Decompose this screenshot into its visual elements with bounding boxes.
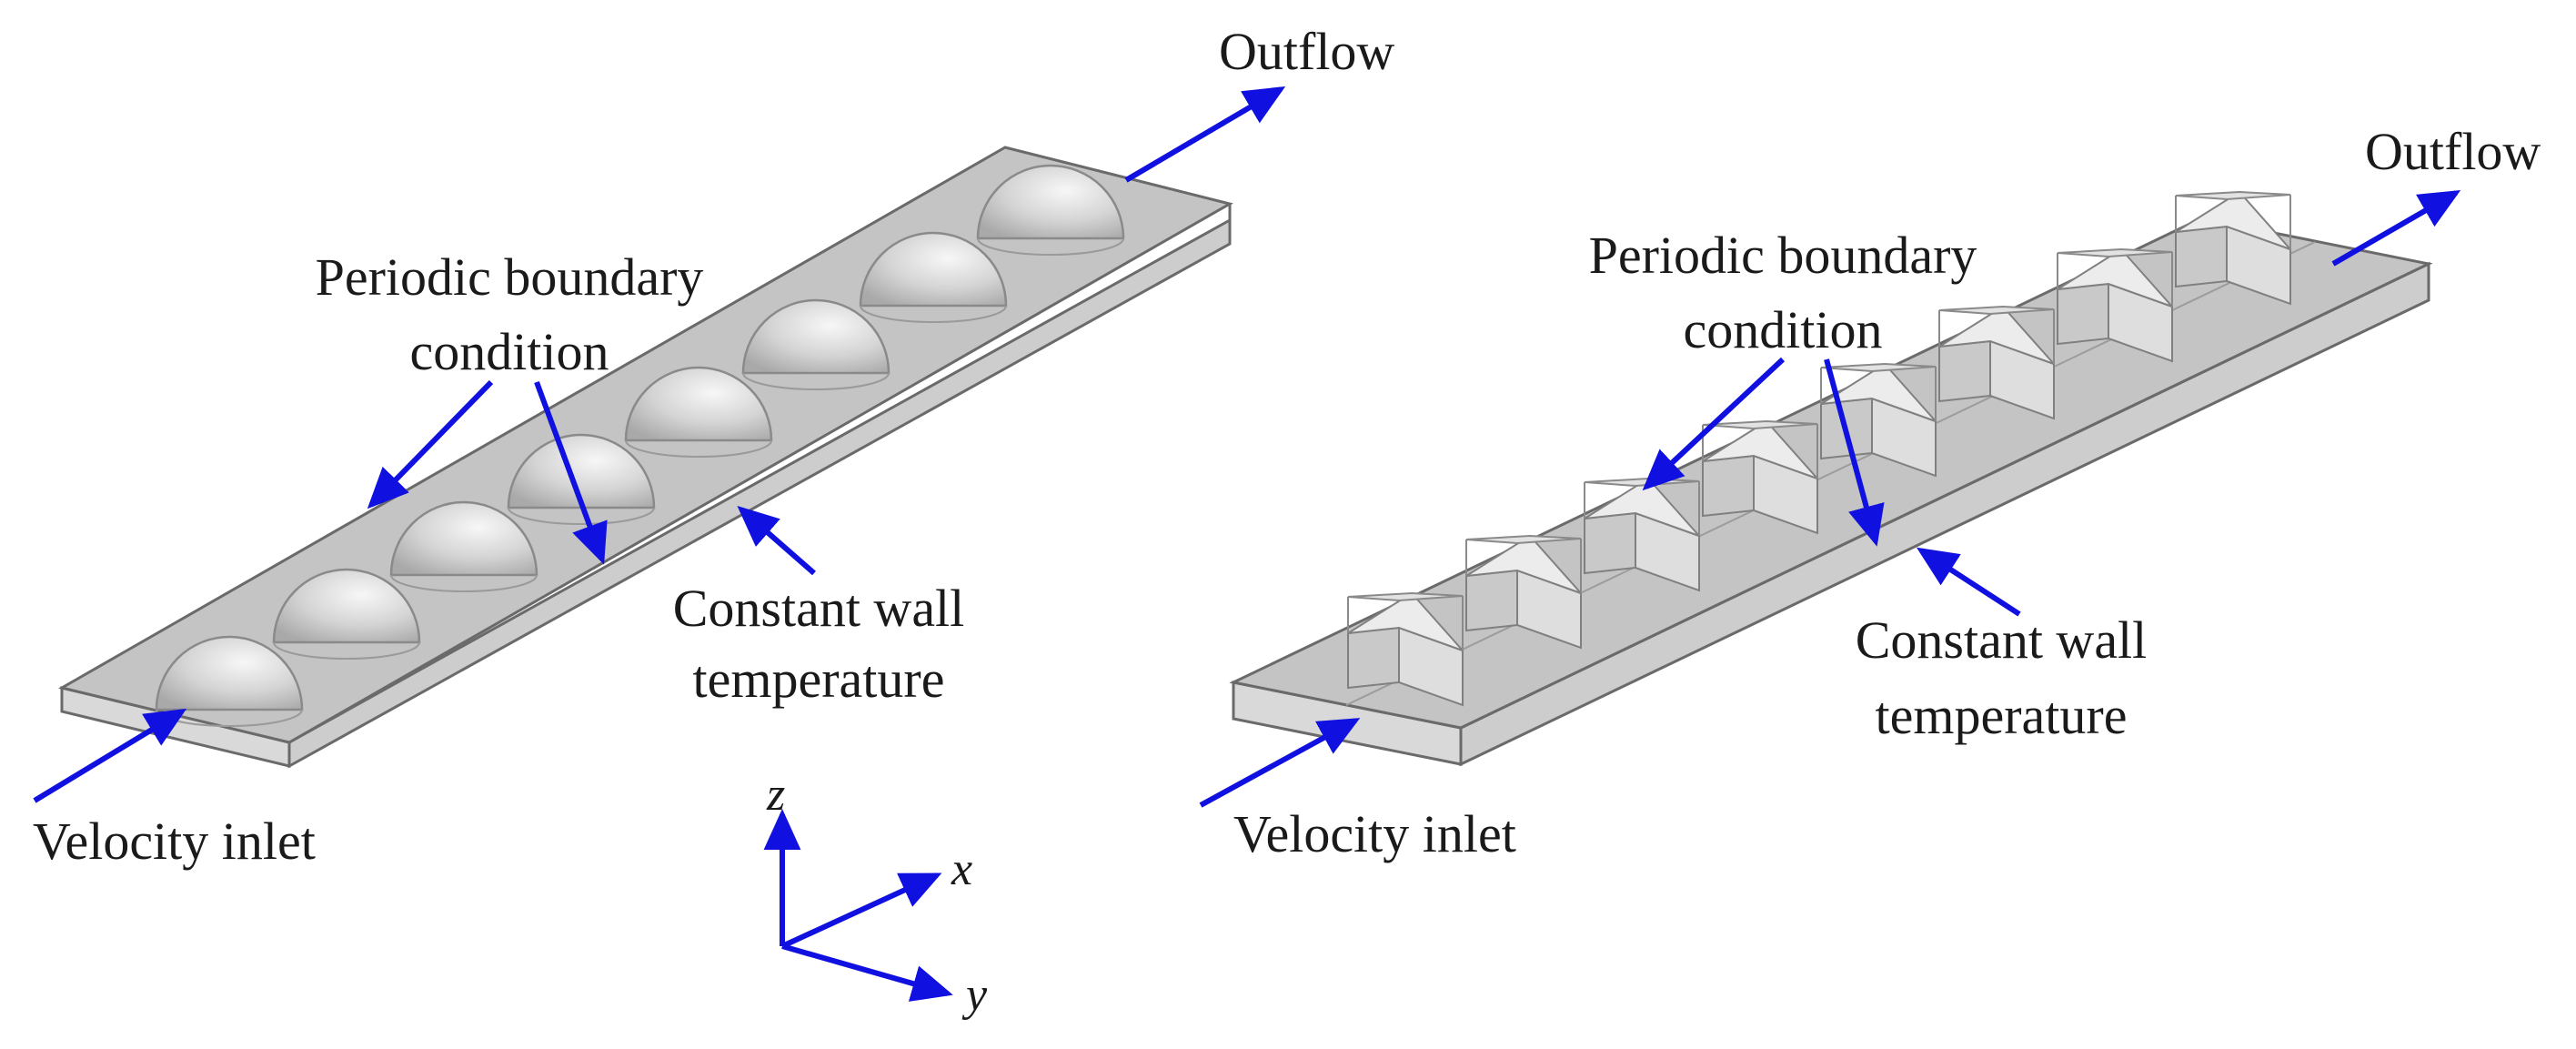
rib — [2175, 190, 2291, 306]
dimple — [389, 500, 538, 592]
left-periodic-arrow-a — [367, 379, 494, 509]
dimple — [741, 298, 891, 390]
axis-triad — [763, 809, 953, 1002]
left-wall-label-line1: Constant wall — [672, 579, 965, 638]
y-axis-label: y — [966, 969, 988, 1021]
left-periodic-arrow-b — [534, 380, 608, 565]
right-periodic-label-line2: condition — [1683, 300, 1883, 359]
z-axis-label: z — [767, 769, 786, 821]
dimple — [272, 568, 421, 660]
left-periodic-label-line2: condition — [409, 322, 609, 381]
left-outflow-label: Outflow — [1219, 22, 1395, 81]
rib — [1820, 362, 1937, 478]
left-inlet-arrow — [33, 708, 187, 803]
right-periodic-label-line1: Periodic boundary — [1588, 226, 1977, 285]
rib — [1938, 305, 2055, 420]
rib — [1347, 591, 1464, 707]
right-inlet-arrow — [1199, 718, 1361, 808]
y-axis-arrow — [781, 943, 953, 1002]
right-channel — [1199, 189, 2461, 808]
right-periodic-arrow-b — [1824, 358, 1885, 547]
left-plate-side-face — [287, 217, 1232, 769]
dimple — [976, 164, 1125, 256]
left-periodic-label-line1: Periodic boundary — [315, 247, 704, 307]
x-axis-label: x — [951, 843, 973, 895]
left-outflow-arrow — [1124, 86, 1286, 183]
dimple — [624, 366, 773, 458]
rib-row — [1347, 190, 2291, 707]
right-outflow-label: Outflow — [2365, 122, 2541, 181]
right-wall-label-line1: Constant wall — [1855, 610, 2148, 670]
x-axis-arrow — [780, 872, 942, 949]
rib — [2057, 247, 2173, 363]
left-wall-arrow — [737, 506, 816, 576]
rib — [1465, 534, 1582, 650]
right-wall-label-line2: temperature — [1875, 686, 2128, 745]
right-wall-arrow — [1916, 547, 2021, 617]
right-outflow-arrow — [2331, 189, 2461, 267]
left-inlet-label: Velocity inlet — [33, 812, 316, 871]
right-inlet-label: Velocity inlet — [1233, 804, 1516, 863]
dimple-row — [155, 164, 1125, 727]
left-wall-label-line2: temperature — [692, 650, 945, 709]
left-channel — [33, 86, 1286, 803]
right-periodic-arrow-a — [1642, 357, 1786, 491]
rib — [1702, 419, 1818, 535]
dimple — [859, 231, 1008, 323]
